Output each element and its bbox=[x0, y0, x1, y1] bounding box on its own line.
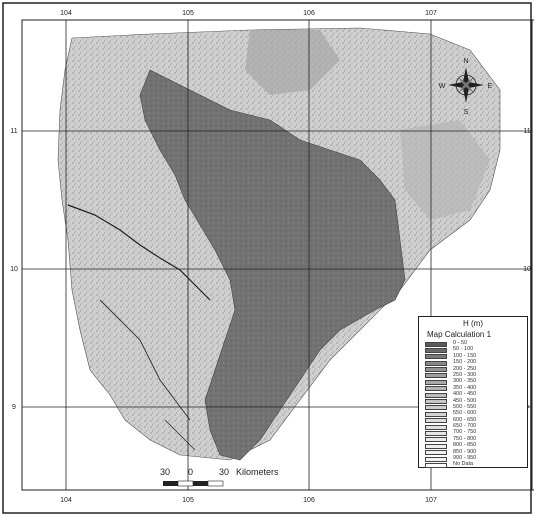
legend-swatch bbox=[425, 462, 447, 468]
axis-label-bottom-107: 107 bbox=[425, 497, 437, 504]
legend-label: 550 - 600 bbox=[453, 410, 477, 417]
terrain-lowland bbox=[139, 69, 406, 461]
legend-swatch bbox=[425, 341, 447, 347]
map-area-border bbox=[21, 19, 533, 491]
legend-swatch bbox=[425, 456, 447, 462]
compass-west-label: W bbox=[439, 83, 446, 90]
scale-bar-seg-4 bbox=[207, 480, 224, 487]
legend-swatch bbox=[425, 367, 447, 373]
axis-label-right-11: 11 bbox=[523, 128, 530, 135]
legend-swatch bbox=[425, 430, 447, 436]
legend-swatch bbox=[425, 379, 447, 385]
axis-label-bottom-106: 106 bbox=[303, 497, 315, 504]
river-south bbox=[99, 299, 191, 421]
legend-label: No Data bbox=[453, 461, 474, 468]
legend-label: 450 - 500 bbox=[453, 397, 477, 404]
legend-swatch bbox=[425, 437, 447, 443]
legend-swatch bbox=[425, 443, 447, 449]
legend-swatch bbox=[425, 386, 447, 392]
legend-swatch bbox=[425, 392, 447, 398]
scale-bar-seg-1 bbox=[163, 481, 178, 486]
scale-bar-left-label: 30 bbox=[160, 467, 171, 477]
legend-label: 600 - 650 bbox=[453, 416, 477, 423]
compass-star-diag bbox=[457, 76, 475, 94]
legend-label: 900 - 950 bbox=[453, 455, 477, 462]
legend-label: 400 - 450 bbox=[453, 391, 477, 398]
legend-label: 200 - 250 bbox=[453, 365, 477, 372]
legend-swatch bbox=[425, 399, 447, 405]
compass-east-label: E bbox=[488, 83, 493, 90]
axis-label-left-10: 10 bbox=[10, 266, 18, 273]
scale-bar-seg-3 bbox=[193, 481, 208, 486]
axis-label-left-9: 9 bbox=[12, 404, 16, 411]
legend-swatch bbox=[425, 373, 447, 379]
legend-label: 350 - 400 bbox=[453, 384, 477, 391]
legend-label: 300 - 350 bbox=[453, 378, 477, 385]
legend-label: 0 - 50 bbox=[453, 340, 468, 346]
axis-label-top-107: 107 bbox=[425, 10, 437, 17]
legend-swatch bbox=[425, 424, 447, 430]
legend-label: 500 - 550 bbox=[453, 403, 477, 410]
legend-label: 250 - 300 bbox=[453, 371, 477, 378]
legend-subtitle: Map Calculation 1 bbox=[427, 330, 492, 339]
terrain-ridge-east bbox=[400, 120, 490, 220]
legend-swatch bbox=[425, 354, 447, 360]
scale-bar-middle-label: 0 bbox=[188, 467, 194, 477]
scale-bar-seg-2 bbox=[177, 480, 194, 487]
axis-label-right-10: 10 bbox=[523, 266, 531, 273]
legend-label: 750 - 800 bbox=[453, 435, 477, 442]
legend-label: 700 - 750 bbox=[453, 429, 477, 436]
legend-swatch bbox=[425, 347, 447, 353]
legend-swatch bbox=[425, 411, 447, 417]
terrain-ridge-north bbox=[245, 30, 340, 95]
axis-label-top-104: 104 bbox=[60, 10, 72, 17]
legend-label: 50 - 100 bbox=[453, 346, 474, 353]
compass-north-label: N bbox=[463, 58, 468, 65]
legend-swatch bbox=[425, 418, 447, 424]
legend-label: 800 - 850 bbox=[453, 442, 477, 449]
legend-label: 100 - 150 bbox=[453, 352, 477, 359]
scale-bar-right-label: 30 bbox=[219, 467, 230, 477]
axis-label-bottom-104: 104 bbox=[60, 497, 72, 504]
legend-label: 150 - 200 bbox=[453, 359, 477, 366]
axis-label-bottom-105: 105 bbox=[182, 497, 194, 504]
axis-label-top-106: 106 bbox=[303, 10, 315, 17]
compass-south-label: S bbox=[464, 109, 469, 116]
legend-title: H (m) bbox=[463, 319, 483, 328]
legend-label: 850 - 900 bbox=[453, 448, 477, 455]
axis-label-left-11: 11 bbox=[10, 128, 17, 135]
axis-label-top-105: 105 bbox=[182, 10, 194, 17]
legend-swatch bbox=[425, 450, 447, 456]
river-west bbox=[67, 204, 211, 301]
legend-label: 650 - 700 bbox=[453, 423, 477, 430]
legend-swatch bbox=[425, 405, 447, 411]
north-arrow-icon: N S E W bbox=[439, 58, 493, 116]
scale-bar bbox=[163, 480, 224, 487]
river-delta bbox=[164, 419, 196, 451]
scale-bar-unit-label: Kilometers bbox=[236, 467, 279, 477]
legend-swatch bbox=[425, 360, 447, 366]
